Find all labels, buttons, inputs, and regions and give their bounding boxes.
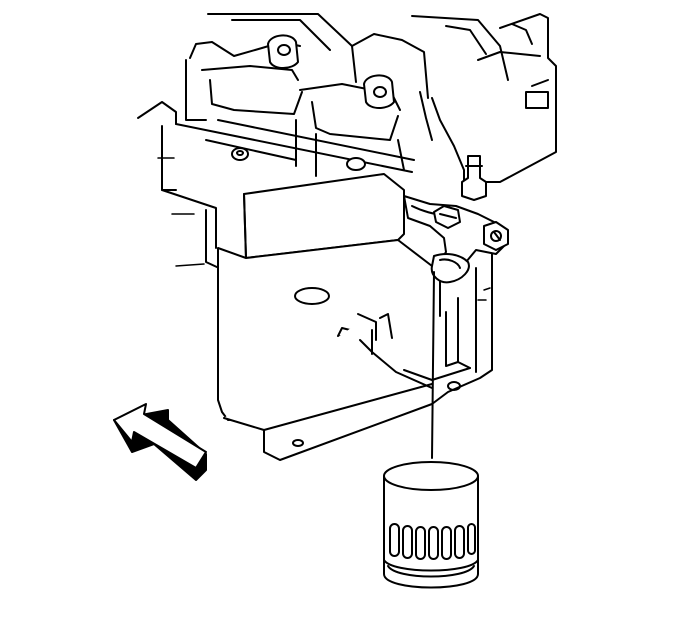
oil-pan-icon: [217, 173, 493, 461]
oil-filter-adapter-icon: [403, 195, 509, 284]
forward-arrow-icon: [113, 403, 207, 481]
oil-filter-icon: [383, 461, 479, 589]
engine-block-icon: [137, 13, 557, 275]
filter-alignment-line: [431, 271, 435, 459]
